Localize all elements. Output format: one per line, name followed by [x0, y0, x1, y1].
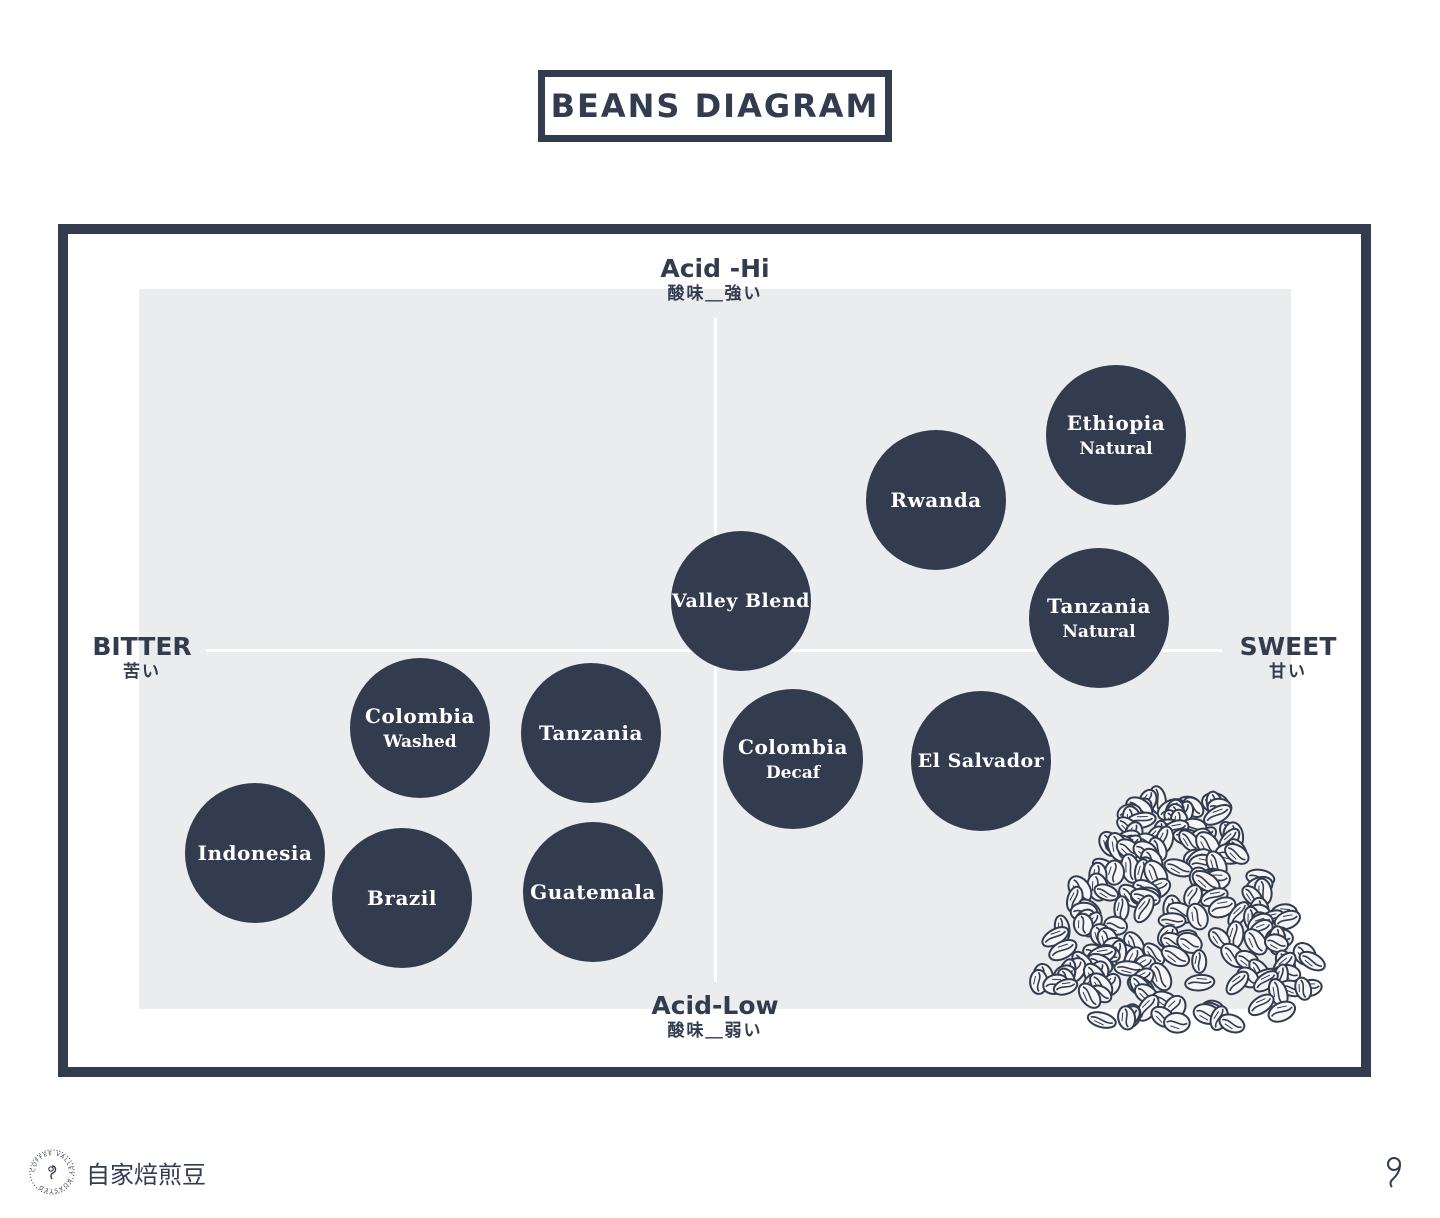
bean-name: Rwanda — [890, 488, 982, 512]
axis-label-bottom: Acid-Low 酸味＿弱い — [615, 992, 815, 1042]
coffee-bean-sketch — [1207, 896, 1237, 919]
bean-tanzania: Tanzania — [521, 663, 661, 803]
coffee-bean-sketch — [1133, 894, 1155, 924]
bean-name: Tanzania — [1047, 594, 1151, 618]
bean-colombia-decaf: Colombia Decaf — [723, 689, 863, 829]
coffee-bean-sketch — [1267, 1000, 1297, 1023]
bean-indonesia: Indonesia — [185, 783, 325, 923]
bean-process: Natural — [1062, 622, 1136, 642]
coffee-bean-sketch — [1199, 887, 1229, 908]
axis-label-right-en: SWEET — [1239, 632, 1337, 661]
coffee-bean-sketch — [1186, 902, 1209, 931]
bean-name: Guatemala — [530, 880, 656, 904]
coffee-bean-sketch — [1191, 949, 1208, 974]
coffee-bean-sketch — [1263, 933, 1290, 953]
coffee-bean-sketch — [1160, 944, 1191, 968]
coffee-bean-sketch — [1273, 909, 1301, 931]
logo-ring-text: COFFEE VALLEY ROASTED — [31, 1151, 72, 1193]
coffee-bean-sketch — [1086, 1011, 1117, 1029]
coffee-bean-sketch — [1224, 842, 1250, 865]
bean-name: Ethiopia — [1066, 411, 1166, 435]
coffee-bean-sketch — [1093, 883, 1120, 902]
axis-label-right-jp: 甘い — [1269, 662, 1307, 682]
bean-colombia-washed: Colombia Washed — [350, 658, 490, 798]
bean-el-salvador: El Salvador — [911, 691, 1051, 831]
coffee-bean-sketch — [1148, 961, 1173, 992]
bean-name: Valley Blend — [672, 590, 810, 612]
bean-name: Colombia — [738, 735, 848, 759]
bean-valley-blend: Valley Blend — [671, 531, 811, 671]
bean-name: Colombia — [365, 704, 475, 728]
coffee-bean-sketch — [1225, 920, 1245, 950]
coffee-bean-sketch — [1077, 982, 1102, 1009]
svg-text:COFFEE VALLEY ROASTED: COFFEE VALLEY ROASTED — [31, 1151, 73, 1193]
axis-label-top-jp: 酸味＿強い — [667, 284, 763, 304]
coffee-bean-sketch — [1225, 970, 1250, 996]
coffee-bean-sketch — [1184, 973, 1216, 992]
coffee-bean-sketch — [1243, 928, 1268, 956]
coffee-valley-mark-icon — [1387, 1157, 1401, 1188]
bean-rwanda: Rwanda — [866, 430, 1006, 570]
bean-process: Natural — [1079, 439, 1153, 459]
axis-label-left-en: BITTER — [92, 632, 192, 661]
axis-label-left-jp: 苦い — [123, 662, 161, 682]
bean-ethiopia-natural: Ethiopia Natural — [1046, 365, 1186, 505]
coffee-bean-sketch — [1176, 931, 1203, 954]
bean-process: Washed — [383, 732, 457, 752]
coffee-bean-sketch — [1072, 912, 1094, 937]
bean-name: Indonesia — [197, 841, 313, 865]
coffee-bean-sketch — [1117, 1005, 1137, 1031]
footer-brand-text: 自家焙煎豆 — [86, 1161, 206, 1189]
title-box: BEANS DIAGRAM — [538, 70, 892, 142]
axis-label-top-en: Acid -Hi — [660, 254, 770, 283]
bean-name: Brazil — [367, 886, 437, 910]
coffee-bean-sketch — [1298, 950, 1326, 972]
bean-process: Decaf — [765, 763, 821, 783]
page-title: BEANS DIAGRAM — [550, 87, 880, 125]
bean-brazil: Brazil — [332, 828, 472, 968]
axis-label-top: Acid -Hi 酸味＿強い — [615, 255, 815, 305]
axis-label-right: SWEET 甘い — [1228, 633, 1348, 683]
axis-label-bottom-en: Acid-Low — [651, 991, 779, 1020]
coffee-beans-illustration — [1029, 785, 1326, 1034]
coffee-bean-sketch — [1103, 859, 1126, 886]
coffee-bean-sketch — [1178, 829, 1201, 853]
coffee-bean-sketch — [1247, 993, 1275, 1017]
coffee-bean-sketch — [1218, 1013, 1246, 1034]
bean-name: Tanzania — [539, 721, 643, 745]
coffee-bean-sketch — [1052, 978, 1079, 996]
bean-guatemala: Guatemala — [523, 822, 663, 962]
bean-name: El Salvador — [917, 750, 1045, 772]
axis-label-bottom-jp: 酸味＿弱い — [667, 1021, 763, 1041]
bean-tanzania-natural: Tanzania Natural — [1029, 548, 1169, 688]
coffee-valley-logo-icon: COFFEE VALLEY ROASTED — [29, 1149, 75, 1195]
coffee-bean-sketch — [1163, 1011, 1191, 1034]
axis-label-left: BITTER 苦い — [82, 633, 202, 683]
coffee-bean-sketch — [1048, 938, 1078, 962]
coffee-bean-sketch — [1294, 976, 1313, 1001]
